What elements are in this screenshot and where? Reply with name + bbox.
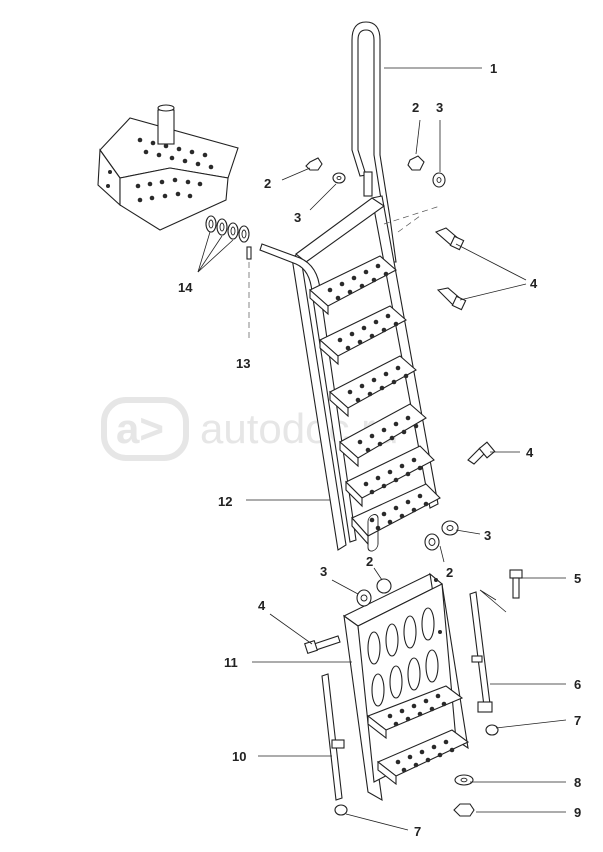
pin: [246, 246, 252, 340]
callout-label: 12: [218, 494, 232, 509]
callout-label: 6: [574, 677, 581, 692]
bolt: [467, 441, 496, 465]
tread: [309, 255, 397, 316]
callout-label: 9: [574, 805, 581, 820]
callout-label: 4: [526, 445, 534, 460]
nut: [453, 803, 475, 817]
callout-labels: 1 2 3 2 3 4 14 13 4 12 3 3 2 2 5 4 11 6 …: [178, 61, 581, 839]
bolt: [436, 287, 467, 311]
callout-label: 3: [294, 210, 301, 225]
callout-label: 3: [320, 564, 327, 579]
callout-label: 11: [224, 655, 238, 670]
callout-label: 7: [414, 824, 421, 839]
nut: [485, 724, 499, 736]
callout-label: 2: [264, 176, 271, 191]
callout-label: 2: [446, 565, 453, 580]
lower-ladder: [342, 514, 470, 802]
callout-label: 3: [484, 528, 491, 543]
nut: [376, 578, 392, 594]
washer: [356, 589, 372, 607]
callout-label: 7: [574, 713, 581, 728]
callout-label: 3: [436, 100, 443, 115]
washer: [432, 172, 446, 188]
watermark-logo-icon: a>: [101, 397, 189, 461]
washer-set: [205, 215, 250, 243]
washer: [454, 774, 474, 786]
callout-label: 13: [236, 356, 250, 371]
callout-label: 14: [178, 280, 193, 295]
support-rod: [469, 591, 493, 713]
nut: [424, 533, 440, 551]
oval-cutouts: [367, 607, 439, 707]
svg-text:a>: a>: [116, 405, 164, 452]
nut: [407, 155, 425, 171]
washer: [332, 172, 346, 184]
upper-ladder: [259, 21, 441, 551]
leader-lines: [197, 67, 567, 831]
mounting-bracket: [97, 104, 239, 231]
callout-label: 4: [530, 276, 538, 291]
callout-label: 4: [258, 598, 266, 613]
callout-label: 2: [366, 554, 373, 569]
washer: [441, 520, 459, 536]
callout-label: 1: [490, 61, 497, 76]
callout-label: 2: [412, 100, 419, 115]
callout-label: 8: [574, 775, 581, 790]
nut: [334, 804, 348, 816]
bolt: [509, 569, 523, 599]
tread: [319, 305, 407, 366]
callout-label: 5: [574, 571, 581, 586]
callout-label: 10: [232, 749, 246, 764]
bolt: [434, 227, 465, 251]
support-rod: [321, 673, 345, 801]
bolt: [304, 635, 341, 654]
nut: [305, 157, 323, 171]
